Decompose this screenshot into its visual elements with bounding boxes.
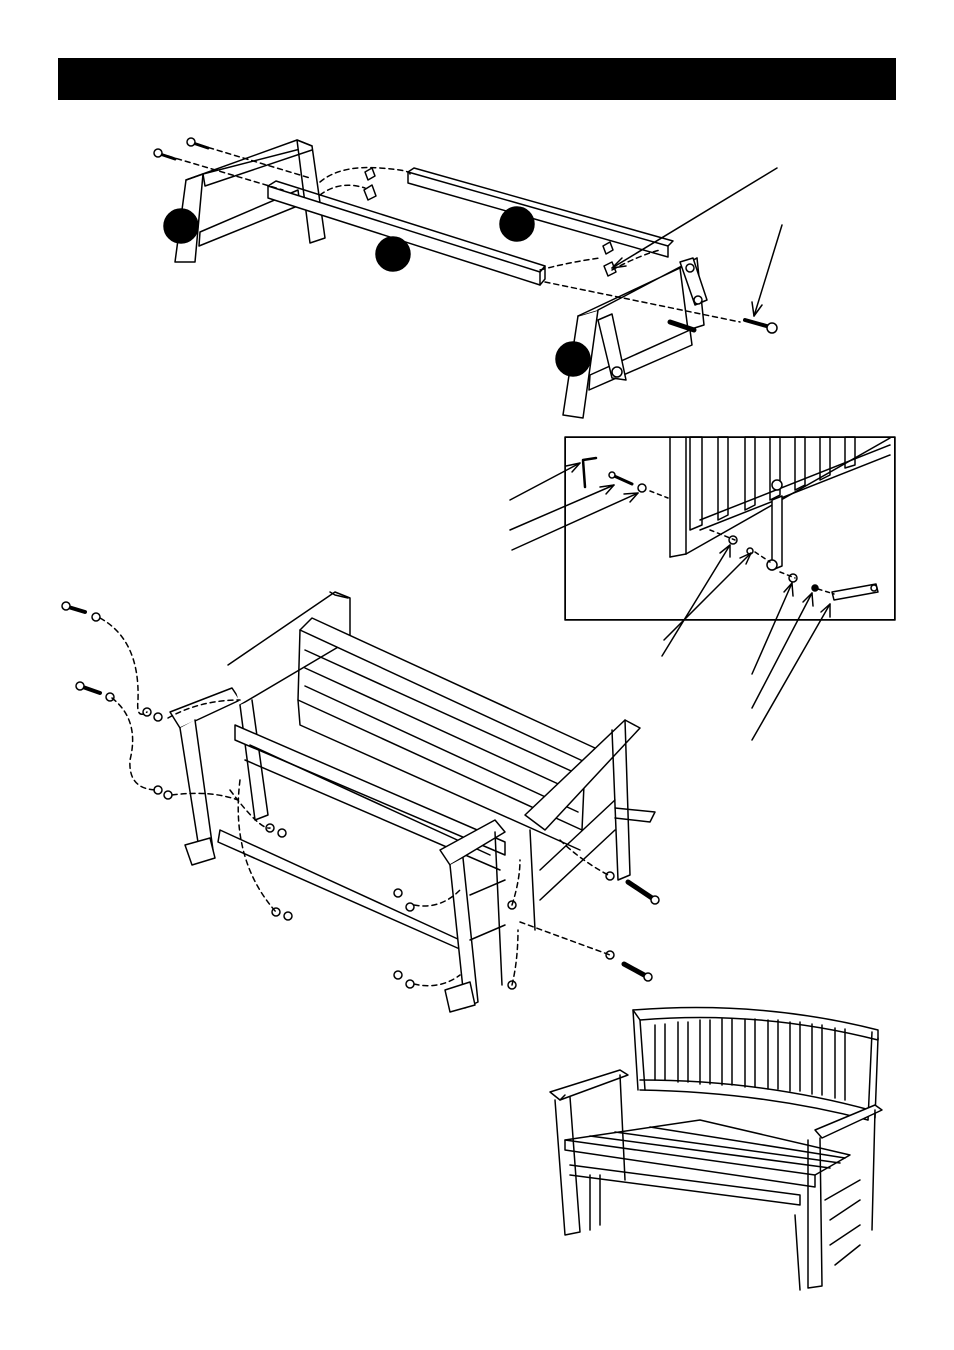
frame-bolts [154,138,777,333]
step-marker-1 [164,209,198,243]
right-arm-frame [440,820,505,1012]
finished-bench-illustration [550,1008,882,1291]
inset-detail-box [565,437,895,620]
step-marker-4 [556,342,590,376]
step-marker-3 [500,207,534,241]
frame-assembly-illustration [154,138,782,418]
right-end-frame [563,258,707,418]
step-marker-2 [376,237,410,271]
bench-back-slats [655,1019,845,1100]
seat-assembly-illustration [62,592,659,1012]
assembly-guide-lines [168,145,740,322]
